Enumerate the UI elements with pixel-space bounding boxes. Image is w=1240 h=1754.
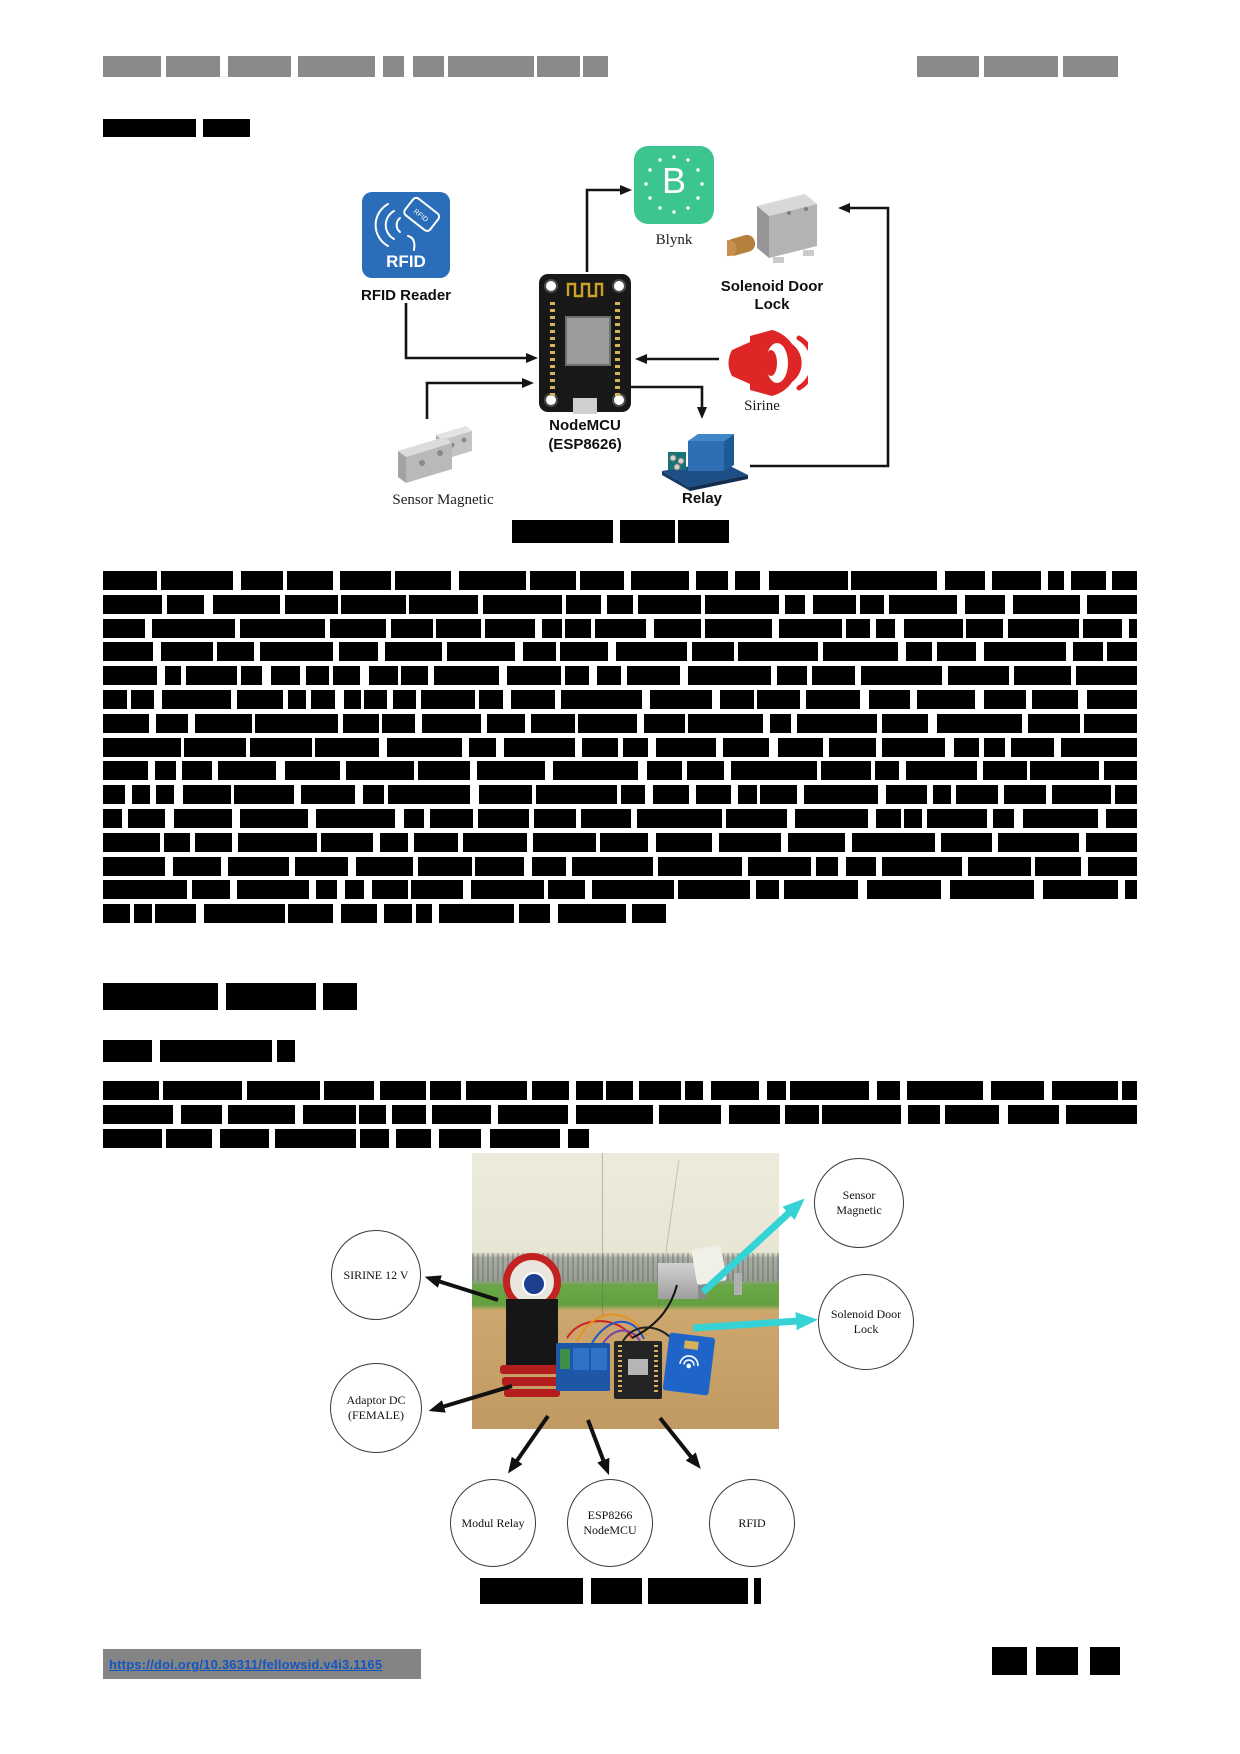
photo-hinge (734, 1273, 742, 1295)
redacted-figure2-caption (480, 1578, 761, 1604)
sirine-label: Sirine (744, 398, 780, 414)
solenoid-door-lock-illustration (727, 194, 817, 263)
blynk-label: Blynk (655, 232, 693, 248)
callout-modul-relay: Modul Relay (450, 1479, 536, 1567)
redacted-paragraph-1 (103, 571, 1137, 928)
redacted-section-heading-1 (103, 119, 250, 137)
rfid-waves-icon: RFID (374, 196, 441, 251)
callout-adaptor-dc: Adaptor DC(FEMALE) (330, 1363, 422, 1453)
photo-wires (566, 1284, 678, 1346)
photo-nodemcu-board (614, 1341, 662, 1399)
redacted-footer-journal (992, 1647, 1078, 1675)
photo-siren (500, 1253, 564, 1403)
photo-rfid-module (662, 1332, 716, 1396)
sensor-magnetic-label: Sensor Magnetic (392, 492, 494, 508)
figure2-callout-arrows (424, 1198, 818, 1476)
callout-rfid: RFID (709, 1479, 795, 1567)
redacted-section-heading-2 (103, 983, 357, 1010)
photo-plexiglass-edge (602, 1153, 603, 1315)
figure1-connector-arrows (404, 185, 890, 468)
relay-label: Relay (681, 490, 723, 507)
sirine-horn-illustration (728, 330, 808, 396)
rfid-reader-label: RFID Reader (360, 287, 452, 304)
nodemcu-label: NodeMCU (ESP8626) (548, 417, 622, 453)
nodemcu-board-illustration (539, 274, 631, 414)
relay-illustration (662, 434, 748, 491)
redacted-footer-page (1090, 1647, 1120, 1675)
redacted-header-right (917, 56, 1118, 77)
blynk-dots-ring-icon (644, 155, 704, 214)
redacted-header-left (103, 56, 608, 77)
rfid-icon-text: RFID (386, 252, 426, 271)
redacted-figure1-caption (512, 520, 729, 543)
photo-relay-module (556, 1343, 610, 1391)
blynk-icon: B (634, 146, 714, 224)
solenoid-label: Solenoid Door Lock (720, 278, 824, 313)
redacted-paragraph-2 (103, 1081, 1137, 1153)
sensor-magnetic-illustration (398, 426, 472, 483)
rfid-reader-icon: RFID RFID (362, 192, 450, 278)
blynk-letter: B (661, 160, 686, 201)
redacted-subsection-heading (103, 1040, 295, 1062)
doi-link[interactable]: https://doi.org/10.36311/fellowsid.v4i3.… (109, 1656, 383, 1672)
doi-link-bar: https://doi.org/10.36311/fellowsid.v4i3.… (103, 1649, 421, 1679)
prototype-photo (472, 1153, 779, 1429)
antenna-trace-icon (566, 282, 604, 298)
callout-sirine-12v: SIRINE 12 V (331, 1230, 421, 1320)
